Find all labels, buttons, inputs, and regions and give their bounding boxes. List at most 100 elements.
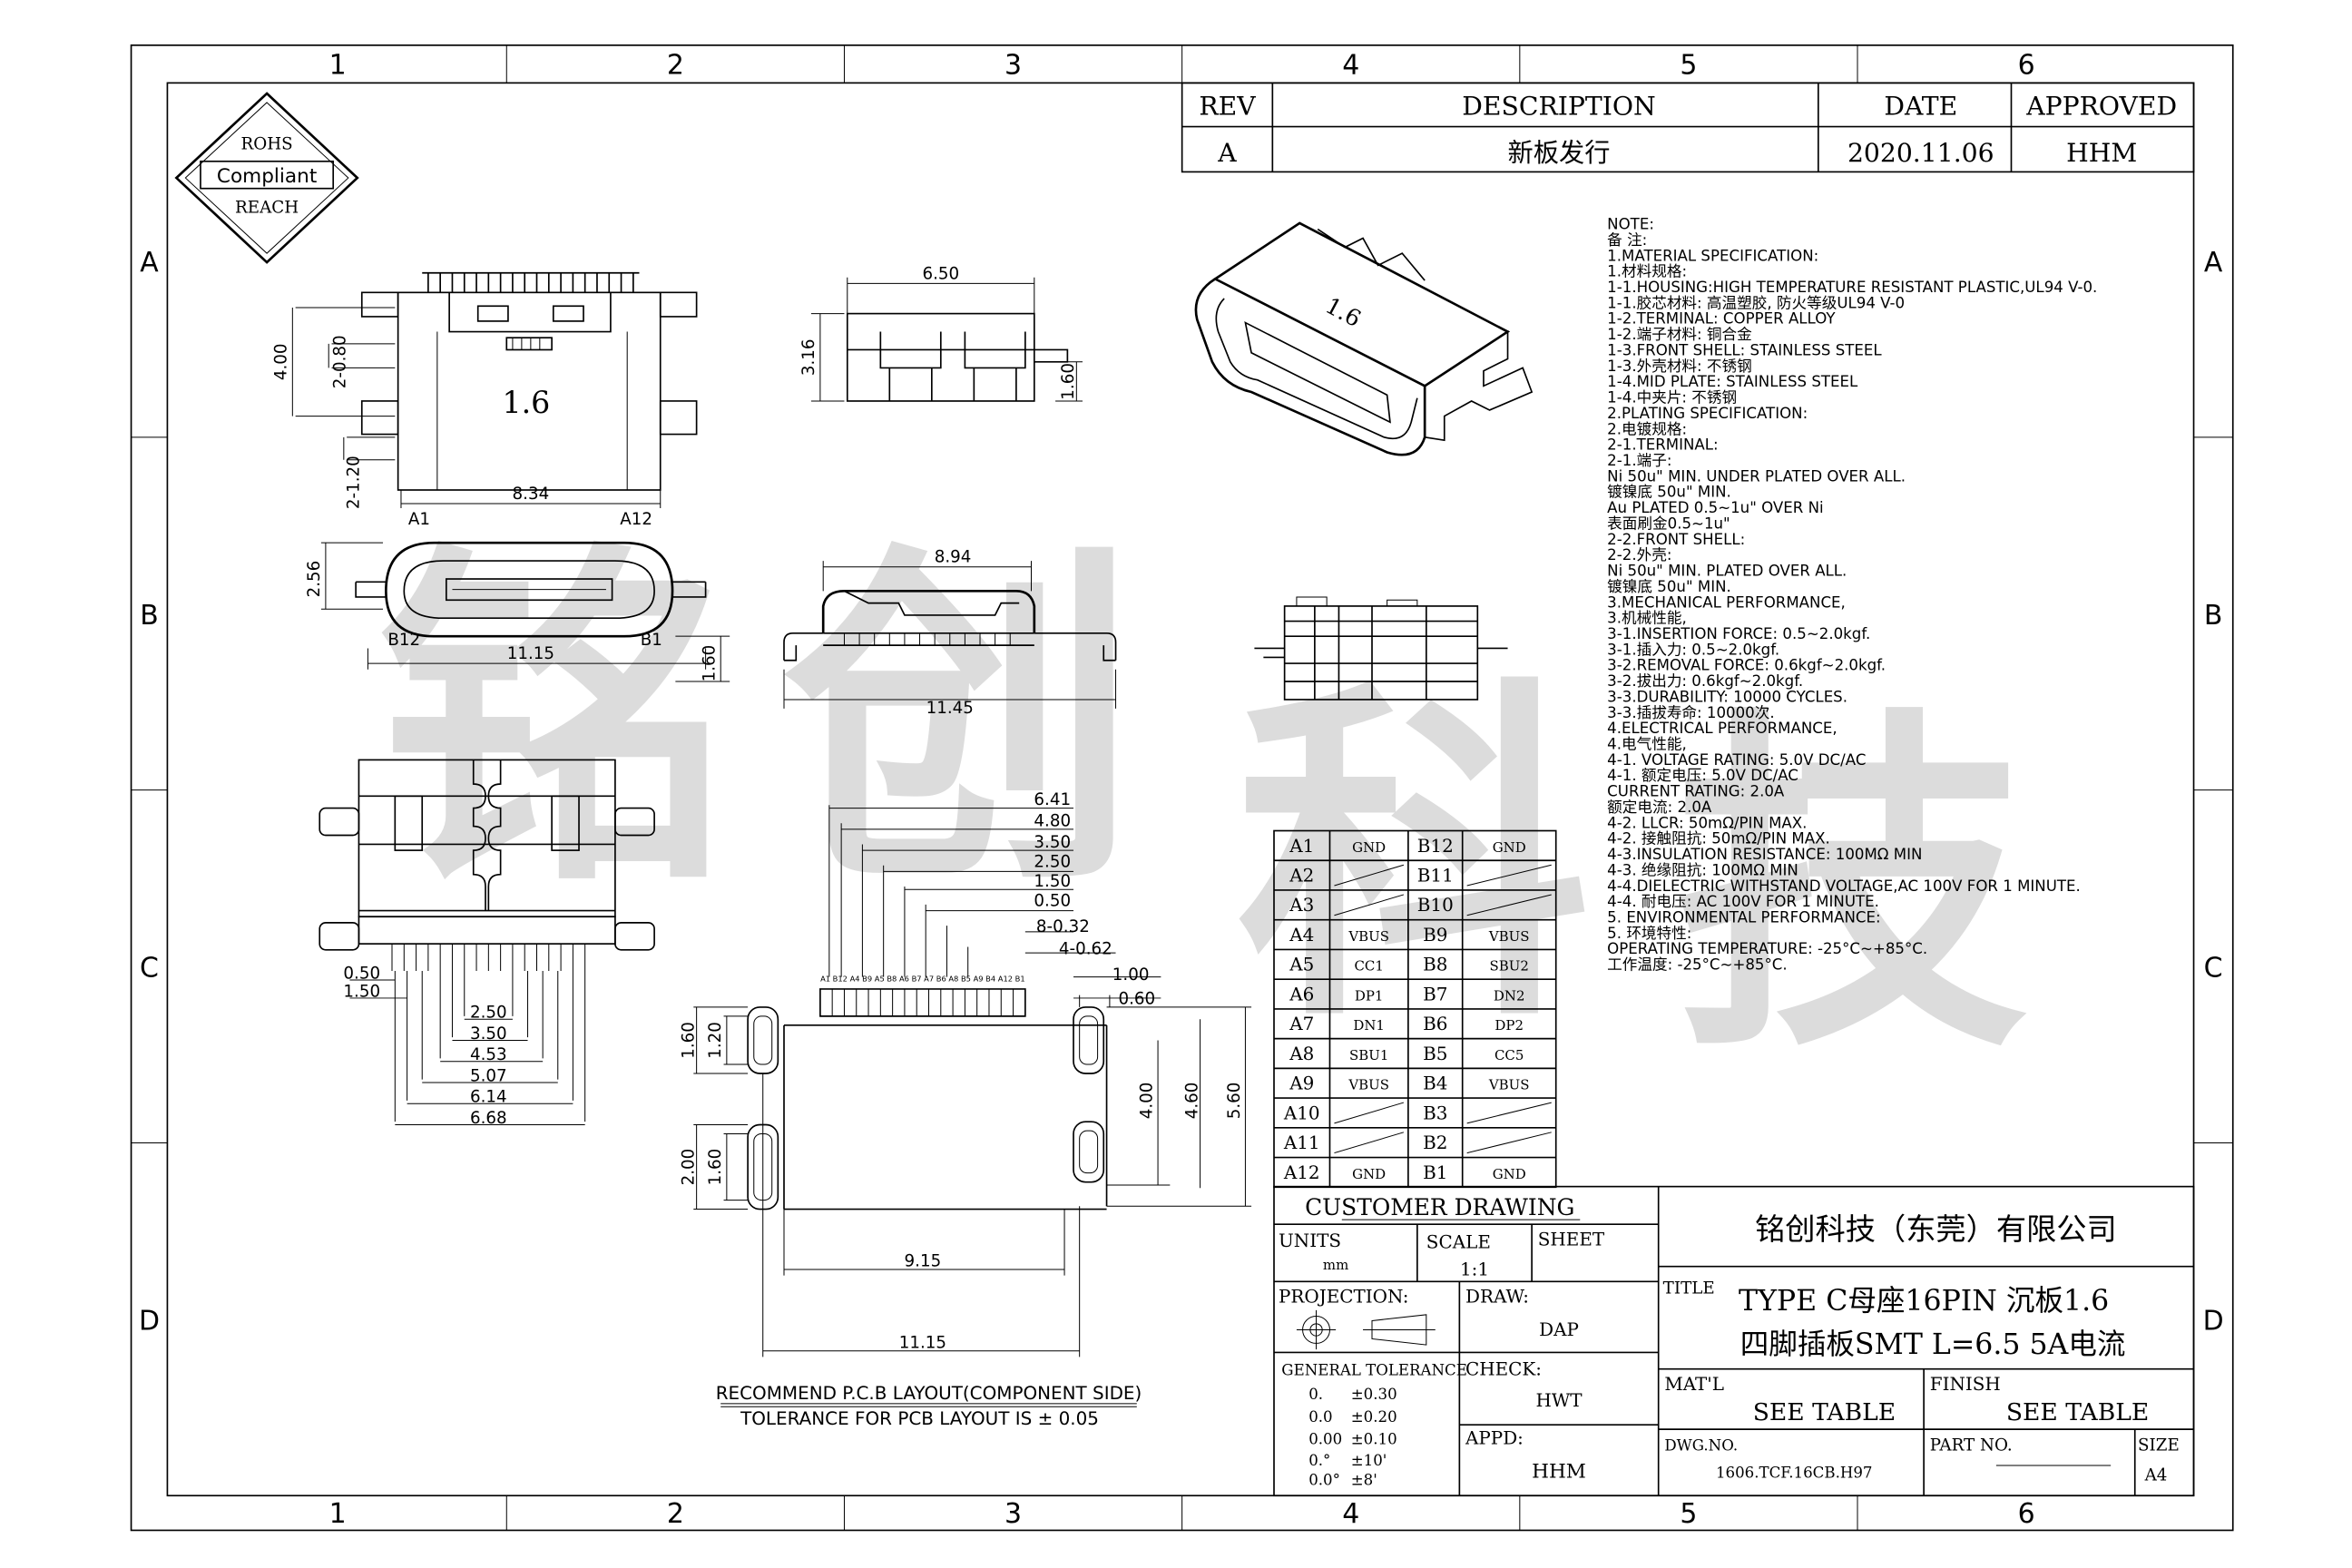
dim-3-50: 3.50	[470, 1024, 507, 1044]
note-line: 1-3.FRONT SHELL: STAINLESS STEEL	[1607, 341, 1882, 358]
marking-top: 1.6	[502, 385, 550, 420]
pin-signal: VBUS	[1488, 928, 1530, 945]
tolerance-key: 0.00	[1308, 1431, 1342, 1448]
pin-a1-label: A1	[408, 510, 430, 529]
dim-2-50-pcb: 2.50	[1034, 852, 1071, 871]
pin-signal: DP2	[1494, 1017, 1524, 1034]
revision-table: REV DESCRIPTION DATE APPROVED A 新板发行 202…	[1181, 82, 2195, 173]
finish-label: FINISH	[1930, 1374, 2001, 1395]
row-label: A	[2204, 247, 2223, 279]
row-label: B	[2204, 600, 2223, 632]
title-block: CUSTOMER DRAWING UNITS mm SCALE 1:1 SHEE…	[1273, 1185, 2195, 1497]
marking-iso: 1.6	[1321, 292, 1366, 332]
pin-id: B10	[1417, 895, 1454, 916]
note-line: Ni 50u" MIN. PLATED OVER ALL.	[1607, 563, 1847, 580]
note-line: NOTE:	[1607, 216, 1654, 233]
check-value: HWT	[1535, 1390, 1583, 1411]
pin-id: B4	[1423, 1073, 1447, 1094]
dim-11-15-front: 11.15	[507, 644, 554, 663]
company-name: 铭创科技（东莞）有限公司	[1755, 1211, 2117, 1247]
dim-4-0-62: 4-0.62	[1059, 940, 1112, 959]
pin-signal: DN1	[1353, 1017, 1385, 1034]
check-label: CHECK:	[1465, 1358, 1542, 1379]
dim-6-50: 6.50	[922, 264, 959, 283]
pin-signal: VBUS	[1488, 1077, 1530, 1093]
tolerance-key: 0.°	[1308, 1452, 1330, 1469]
date-value: 2020.11.06	[1847, 138, 1994, 168]
dim-4-00: 4.00	[272, 343, 291, 380]
pin-id: A3	[1289, 895, 1314, 916]
description-value: 新板发行	[1508, 138, 1611, 168]
empty-cell-slash	[1334, 1132, 1405, 1154]
projection-symbol	[1296, 1309, 1436, 1350]
compliance-badge: ROHS Compliant REACH	[174, 92, 359, 264]
pcb-layout: 6.41 4.80 3.50 2.50 1.50 0.50 8-0.32 4-0…	[679, 790, 1252, 1429]
dim-1-20: 1.20	[706, 1022, 725, 1059]
note-line: 2.PLATING SPECIFICATION:	[1607, 405, 1808, 422]
note-line: 4-4.DIELECTRIC WITHSTAND VOLTAGE,AC 100V…	[1607, 877, 2081, 895]
note-line: 3-2.REMOVAL FORCE: 0.6kgf~2.0kgf.	[1607, 657, 1886, 674]
bottom-view: 0.50 1.50 2.50 3.50 4.53 5.07 6.14 6.68	[318, 759, 655, 1128]
note-line: 2-2.FRONT SHELL:	[1607, 531, 1745, 548]
pin-signal: GND	[1493, 839, 1526, 856]
note-line: 额定电流: 2.0A	[1607, 799, 1712, 816]
note-line: 4-1. VOLTAGE RATING: 5.0V DC/AC	[1607, 751, 1866, 769]
note-line: 4-1. 额定电压: 5.0V DC/AC	[1607, 767, 1798, 784]
isometric-view: 1.6	[1194, 221, 1534, 456]
row-label: C	[140, 953, 159, 985]
note-line: 4-2. LLCR: 50mΩ/PIN MAX.	[1607, 814, 1807, 831]
pin-id: B1	[1423, 1162, 1447, 1183]
approved-value: HHM	[2066, 138, 2137, 168]
dim-2-0-80: 2-0.80	[330, 335, 349, 388]
rev-value: A	[1217, 138, 1237, 168]
tolerance-value: ±8'	[1351, 1472, 1377, 1489]
approved-header: APPROVED	[2025, 91, 2177, 121]
pin-id: A5	[1289, 955, 1314, 975]
draw-value: DAP	[1539, 1319, 1579, 1340]
tolerance-key: 0.0	[1308, 1408, 1332, 1426]
pin-a12-label: A12	[620, 510, 652, 529]
column-label: 5	[1680, 1498, 1697, 1530]
badge-compliant: Compliant	[217, 165, 317, 188]
dwg-no-value: 1606.TCF.16CB.H97	[1716, 1464, 1873, 1481]
empty-cell-slash	[1466, 864, 1552, 887]
empty-cell-slash	[1334, 894, 1405, 916]
note-line: 5. 环境特性:	[1607, 925, 1691, 942]
front-view: 8.34 A1 A12 B12 B1 2.56 11.15 1.60	[305, 485, 730, 682]
dim-2-1-20: 2-1.20	[344, 456, 363, 509]
dim-0-50: 0.50	[343, 964, 380, 983]
dim-4-00-pcb: 4.00	[1137, 1083, 1156, 1120]
note-line: 3.MECHANICAL PERFORMANCE,	[1607, 593, 1846, 611]
row-label: A	[140, 247, 159, 279]
pin-id: A11	[1283, 1132, 1320, 1153]
description-header: DESCRIPTION	[1462, 91, 1655, 121]
pin-b1-label: B1	[641, 631, 662, 650]
section-view	[1254, 596, 1508, 701]
dwg-no-label: DWG.NO.	[1664, 1436, 1738, 1454]
pin-signal: DN2	[1494, 987, 1525, 1004]
pin-id: B8	[1423, 955, 1447, 975]
note-line: 1-4.中夹片: 不锈钢	[1607, 389, 1737, 407]
frame-row-labels: A B C D A B C D	[139, 247, 2224, 1337]
pin-b12-label: B12	[387, 631, 420, 650]
empty-cell-slash	[1334, 1102, 1405, 1124]
note-line: 1-3.外壳材料: 不锈钢	[1607, 358, 1752, 375]
note-line: 1.MATERIAL SPECIFICATION:	[1607, 247, 1818, 264]
dim-8-0-32: 8-0.32	[1036, 917, 1090, 936]
side-view: 6.50 3.16 1.60	[799, 264, 1083, 402]
pin-id: B2	[1423, 1132, 1447, 1153]
column-label: 2	[667, 49, 684, 81]
note-line: 表面刷金0.5~1u"	[1607, 514, 1730, 532]
pin-id: B5	[1423, 1044, 1447, 1064]
dim-8-94: 8.94	[935, 548, 972, 567]
note-line: 3-1.插入力: 0.5~2.0kgf.	[1607, 641, 1779, 658]
dim-0-60: 0.60	[1118, 990, 1155, 1009]
note-line: 4.电气性能,	[1607, 736, 1687, 753]
column-label: 4	[1342, 1498, 1359, 1530]
empty-cell-slash	[1334, 864, 1405, 887]
rev-header: REV	[1199, 91, 1256, 121]
pcb-pad-labels: A1 B12 A4 B9 A5 B8 A6 B7 A7 B6 A8 B5 A9 …	[820, 975, 1025, 984]
tolerance-value: ±10'	[1351, 1452, 1387, 1469]
